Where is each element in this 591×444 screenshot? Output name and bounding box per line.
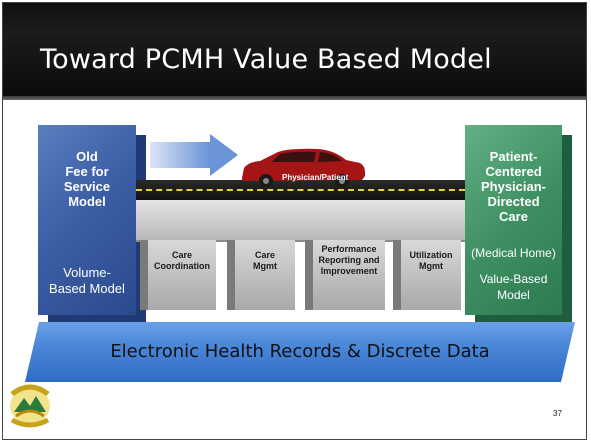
old-model-block: Old Fee for Service Model Volume- Based … xyxy=(38,125,136,315)
progress-arrow xyxy=(150,142,210,168)
road xyxy=(136,180,465,200)
new-model-note: (Medical Home) xyxy=(471,246,556,260)
foundation-label: Electronic Health Records & Discrete Dat… xyxy=(110,341,490,362)
pillar-label: Care Mgmt xyxy=(253,250,277,271)
foundation-bar: Electronic Health Records & Discrete Dat… xyxy=(25,322,575,382)
car-label: Physician/Patient xyxy=(282,173,349,182)
title-band: Toward PCMH Value Based Model xyxy=(3,3,586,100)
pillar-care-mgmt: Care Mgmt xyxy=(227,240,295,310)
new-model-block: Patient- Centered Physician- Directed Ca… xyxy=(465,125,562,315)
arrow-head xyxy=(210,134,238,176)
pillar-care-coordination: Care Coordination xyxy=(140,240,216,310)
pillar-label: Utilization Mgmt xyxy=(409,250,453,271)
pillar-label: Performance Reporting and Improvement xyxy=(318,244,380,276)
summit-medical-logo xyxy=(10,384,50,428)
new-model-heading: Patient- Centered Physician- Directed Ca… xyxy=(480,149,547,224)
pillar-performance: Performance Reporting and Improvement xyxy=(305,240,385,310)
page-number: 37 xyxy=(553,409,562,418)
slide-title: Toward PCMH Value Based Model xyxy=(40,44,492,75)
old-model-heading: Old Fee for Service Model xyxy=(63,149,111,209)
pillar-utilization-mgmt: Utilization Mgmt xyxy=(393,240,461,310)
road-centerline xyxy=(136,189,465,191)
pillar-label: Care Coordination xyxy=(154,250,210,271)
new-model-subheading: Value-Based Model xyxy=(479,272,548,302)
slide-frame xyxy=(2,2,587,440)
car-icon xyxy=(242,148,366,188)
old-model-subheading: Volume- Based Model xyxy=(49,265,125,296)
bridge-deck xyxy=(136,200,465,242)
